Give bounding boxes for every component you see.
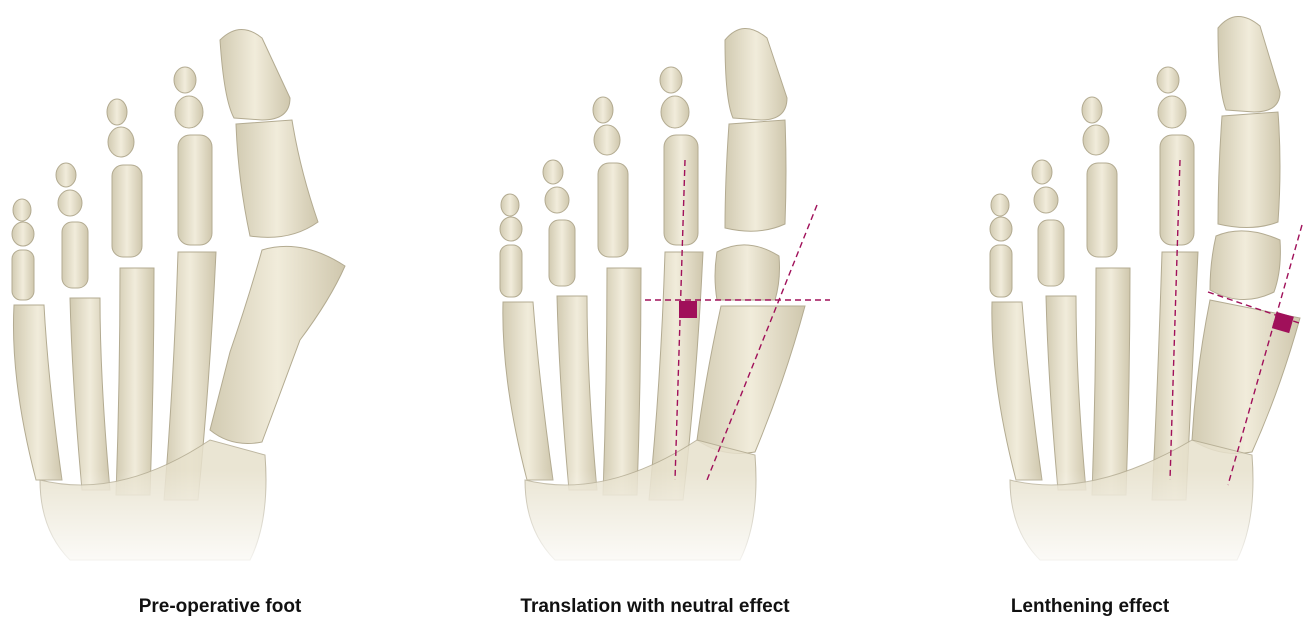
- fade-overlay: [435, 470, 875, 580]
- toe-3: [593, 97, 641, 495]
- panel-caption: Lenthening effect: [870, 596, 1310, 618]
- toe-3: [107, 99, 154, 495]
- foot-illustration: [435, 0, 875, 590]
- panel-translation-neutral: Translation with neutral effect: [435, 0, 875, 620]
- toe-5: [500, 194, 553, 480]
- great-toe: [697, 28, 805, 453]
- panel-caption: Pre-operative foot: [0, 596, 440, 618]
- toe-5: [12, 199, 62, 480]
- toe-4: [543, 160, 597, 490]
- foot-illustration: [870, 0, 1310, 590]
- toe-2: [1152, 67, 1198, 500]
- panel-lengthening: Lenthening effect: [870, 0, 1310, 620]
- panel-caption: Translation with neutral effect: [435, 596, 875, 618]
- translation-marker: [679, 301, 697, 318]
- toe-5: [990, 194, 1042, 480]
- foot-illustration: [0, 0, 440, 590]
- great-toe: [210, 29, 345, 443]
- toe-3: [1082, 97, 1130, 495]
- toe-4: [1032, 160, 1086, 490]
- toe-2: [164, 67, 216, 500]
- fade-overlay: [870, 470, 1310, 580]
- fade-overlay: [0, 470, 440, 580]
- toe-4: [56, 163, 110, 490]
- panel-pre-operative: Pre-operative foot: [0, 0, 440, 620]
- great-toe: [1192, 16, 1300, 453]
